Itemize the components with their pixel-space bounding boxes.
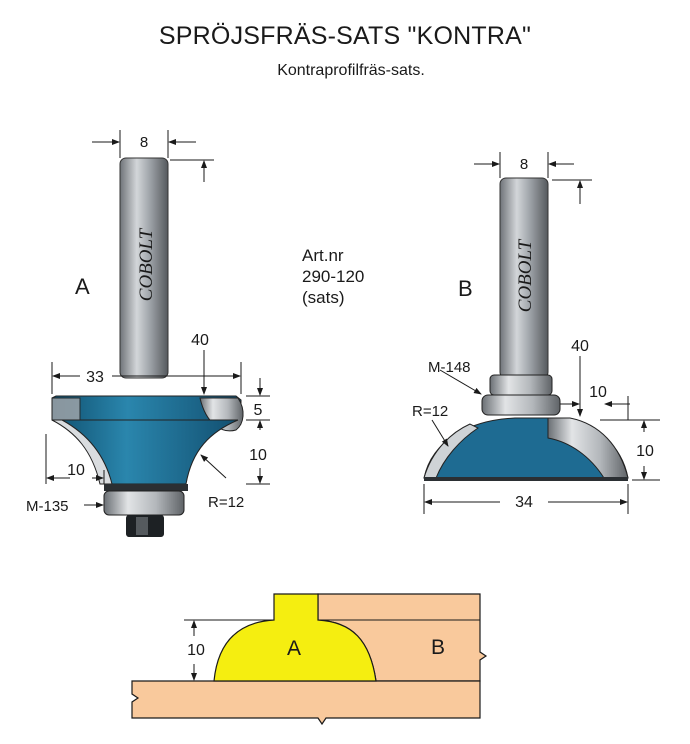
page-title: SPRÖJSFRÄS-SATS "KONTRA" xyxy=(158,22,532,50)
cutter-a-profile-height: 10 xyxy=(249,447,267,464)
cutter-a-collar xyxy=(104,484,188,491)
cutter-b-bearing xyxy=(481,394,561,416)
cutter-a-radius: R=12 xyxy=(208,494,244,511)
cutter-a-letter: A xyxy=(75,274,90,299)
cutter-b-shank-width: 8 xyxy=(520,156,528,173)
cutter-b-dome-edge xyxy=(423,423,479,479)
cutter-b-profile-width: 10 xyxy=(589,384,607,401)
cutter-b-dimensions xyxy=(423,152,660,514)
cutter-a-top-height: 5 xyxy=(254,402,263,419)
page-subtitle: Kontraprofilfräs-sats. xyxy=(277,62,425,79)
cutter-b-upper-ring xyxy=(489,374,553,396)
cutter-a-length: 40 xyxy=(191,332,209,349)
article-note: (sats) xyxy=(302,288,345,307)
cutter-b-diameter: 34 xyxy=(515,494,533,511)
article-number: 290-120 xyxy=(302,267,365,286)
cutter-a-blade-left xyxy=(51,397,81,421)
cutter-b-brand: COBOLT xyxy=(515,238,536,312)
cutter-a-profile-width: 10 xyxy=(67,462,85,479)
cutter-a-bearing xyxy=(103,490,185,516)
article-number-block: Art.nr 290-120 (sats) xyxy=(302,245,364,308)
cutter-a-brand: COBOLT xyxy=(136,227,157,301)
joint-section xyxy=(131,593,488,726)
cutter-b-length: 40 xyxy=(571,338,589,355)
cutter-b-radius: R=12 xyxy=(412,403,448,420)
cutter-b: COBOLT xyxy=(423,177,629,481)
board-base xyxy=(131,680,481,726)
cutter-b-letter: B xyxy=(458,276,473,301)
cutter-a: COBOLT xyxy=(51,157,244,537)
cutter-b-bearing-label: M-148 xyxy=(428,359,471,376)
cutter-b-height: 10 xyxy=(636,443,654,460)
cutter-a-shank-width: 8 xyxy=(140,134,148,151)
profile-a xyxy=(213,593,377,682)
joint-label-b: B xyxy=(431,636,445,659)
cutter-a-dimensions xyxy=(45,130,270,508)
cutter-a-bearing-label: M-135 xyxy=(26,498,69,515)
cutter-a-diameter: 33 xyxy=(86,369,104,386)
joint-label-a: A xyxy=(287,637,301,660)
cutter-a-shank xyxy=(119,157,169,379)
joint-height: 10 xyxy=(187,642,205,659)
article-label: Art.nr xyxy=(302,246,344,265)
